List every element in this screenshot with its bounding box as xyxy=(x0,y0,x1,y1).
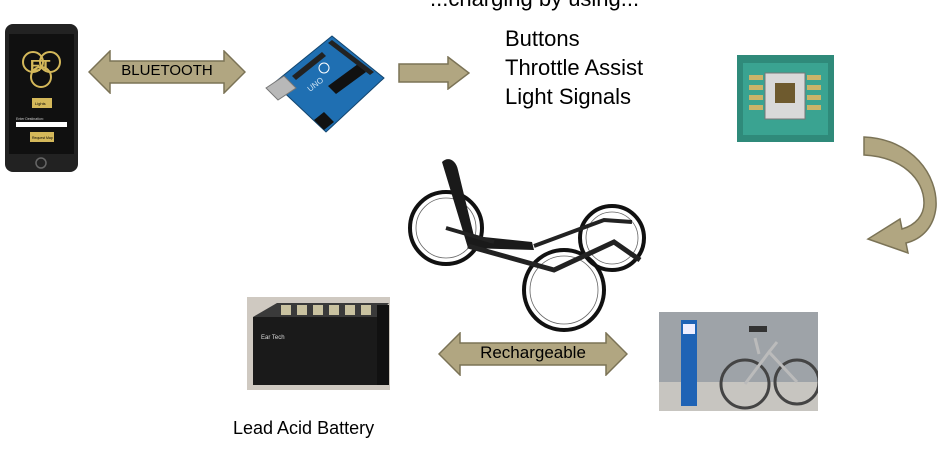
svg-text:Lights: Lights xyxy=(35,101,46,106)
svg-text:Request Map: Request Map xyxy=(32,136,53,140)
bluetooth-label: BLUETOOTH xyxy=(121,62,213,79)
recumbent-trike-image xyxy=(404,150,660,335)
features-list: Buttons Throttle Assist Light Signals xyxy=(505,24,643,111)
svg-text:Ear Tech: Ear Tech xyxy=(261,335,285,341)
partial-title: ...charging by using... xyxy=(430,0,639,12)
smartphone-image: ET Lights Enter Destination: Request Map xyxy=(5,24,78,172)
lead-acid-battery-image: Ear Tech xyxy=(247,297,390,390)
svg-text:Enter Destination:: Enter Destination: xyxy=(16,117,44,121)
svg-text:ET: ET xyxy=(30,58,51,75)
chip-image xyxy=(737,55,834,142)
bluetooth-double-arrow: BLUETOOTH xyxy=(88,50,246,94)
arduino-board-image: UNO xyxy=(262,28,386,138)
charging-station-bike-image xyxy=(659,312,818,411)
battery-caption: Lead Acid Battery xyxy=(233,418,375,438)
arrow-right-to-features xyxy=(398,56,470,90)
phone-logo-icon xyxy=(22,51,61,88)
feature-light-signals: Light Signals xyxy=(505,84,631,109)
feature-buttons: Buttons xyxy=(505,26,580,51)
rechargeable-double-arrow: Rechargeable xyxy=(438,332,628,376)
curved-down-arrow xyxy=(862,135,940,265)
rechargeable-label: Rechargeable xyxy=(480,343,586,362)
feature-throttle-assist: Throttle Assist xyxy=(505,55,644,80)
